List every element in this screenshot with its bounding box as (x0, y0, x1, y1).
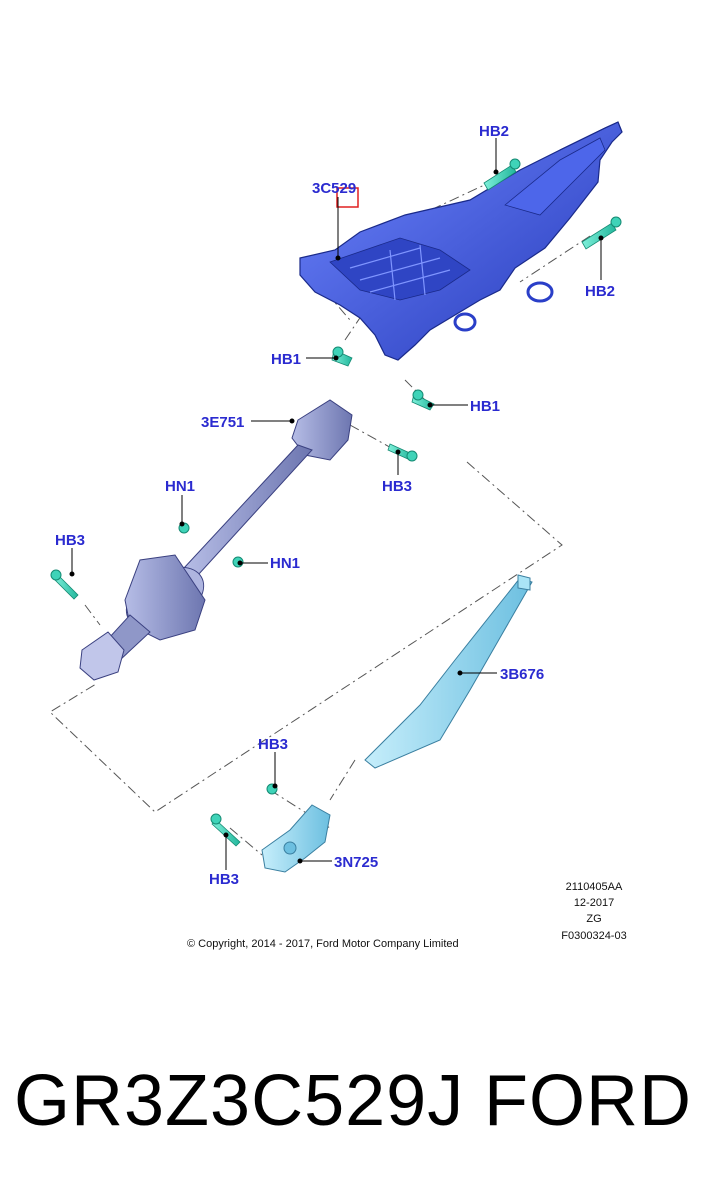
callout-hb3-bottom: HB3 (209, 871, 239, 888)
assembly-outline (49, 179, 591, 856)
callout-hb2-top: HB2 (479, 123, 509, 140)
brand-name: FORD (484, 1061, 692, 1141)
steering-column-3c529 (299, 121, 623, 361)
meta-line-4: F0300324-03 (561, 930, 626, 942)
leader-lines (69, 138, 604, 870)
callout-hn1-right: HN1 (270, 555, 300, 572)
copyright-text: © Copyright, 2014 - 2017, Ford Motor Com… (187, 938, 459, 950)
callout-3n725: 3N725 (334, 854, 378, 871)
highlight-box (336, 187, 359, 208)
bolt-hb3-left (50, 569, 79, 600)
bolt-hb1-left (331, 346, 353, 367)
parts-diagram: 3C529 HB2 HB2 HB1 HB1 3E751 HB3 HN1 HN1 … (49, 121, 627, 950)
callout-3c529: 3C529 (312, 180, 356, 197)
part-number: GR3Z3C529J (14, 1061, 465, 1141)
callout-hb2-right: HB2 (585, 283, 615, 300)
callout-hb1-right: HB1 (470, 398, 500, 415)
bolt-hb2-top (483, 158, 521, 191)
footer-banner: GR3Z3C529J FORD (0, 1000, 708, 1200)
callout-hb3-mid: HB3 (382, 478, 412, 495)
callout-3e751: 3E751 (201, 414, 244, 431)
callout-hb3-low: HB3 (258, 736, 288, 753)
callout-hb3-left: HB3 (55, 532, 85, 549)
meta-line-2: 12-2017 (574, 897, 614, 909)
callout-3b676: 3B676 (500, 666, 544, 683)
callout-hb1-left: HB1 (271, 351, 301, 368)
bolt-hb2-right (581, 216, 622, 250)
meta-line-3: ZG (586, 913, 601, 925)
steering-shaft-3e751 (79, 399, 353, 681)
bolt-hb3-mid (387, 443, 418, 462)
callout-hn1-top: HN1 (165, 478, 195, 495)
meta-line-1: 2110405AA (566, 881, 623, 893)
universal-joint-3n725 (261, 804, 331, 873)
intermediate-shaft-3b676 (364, 574, 533, 769)
